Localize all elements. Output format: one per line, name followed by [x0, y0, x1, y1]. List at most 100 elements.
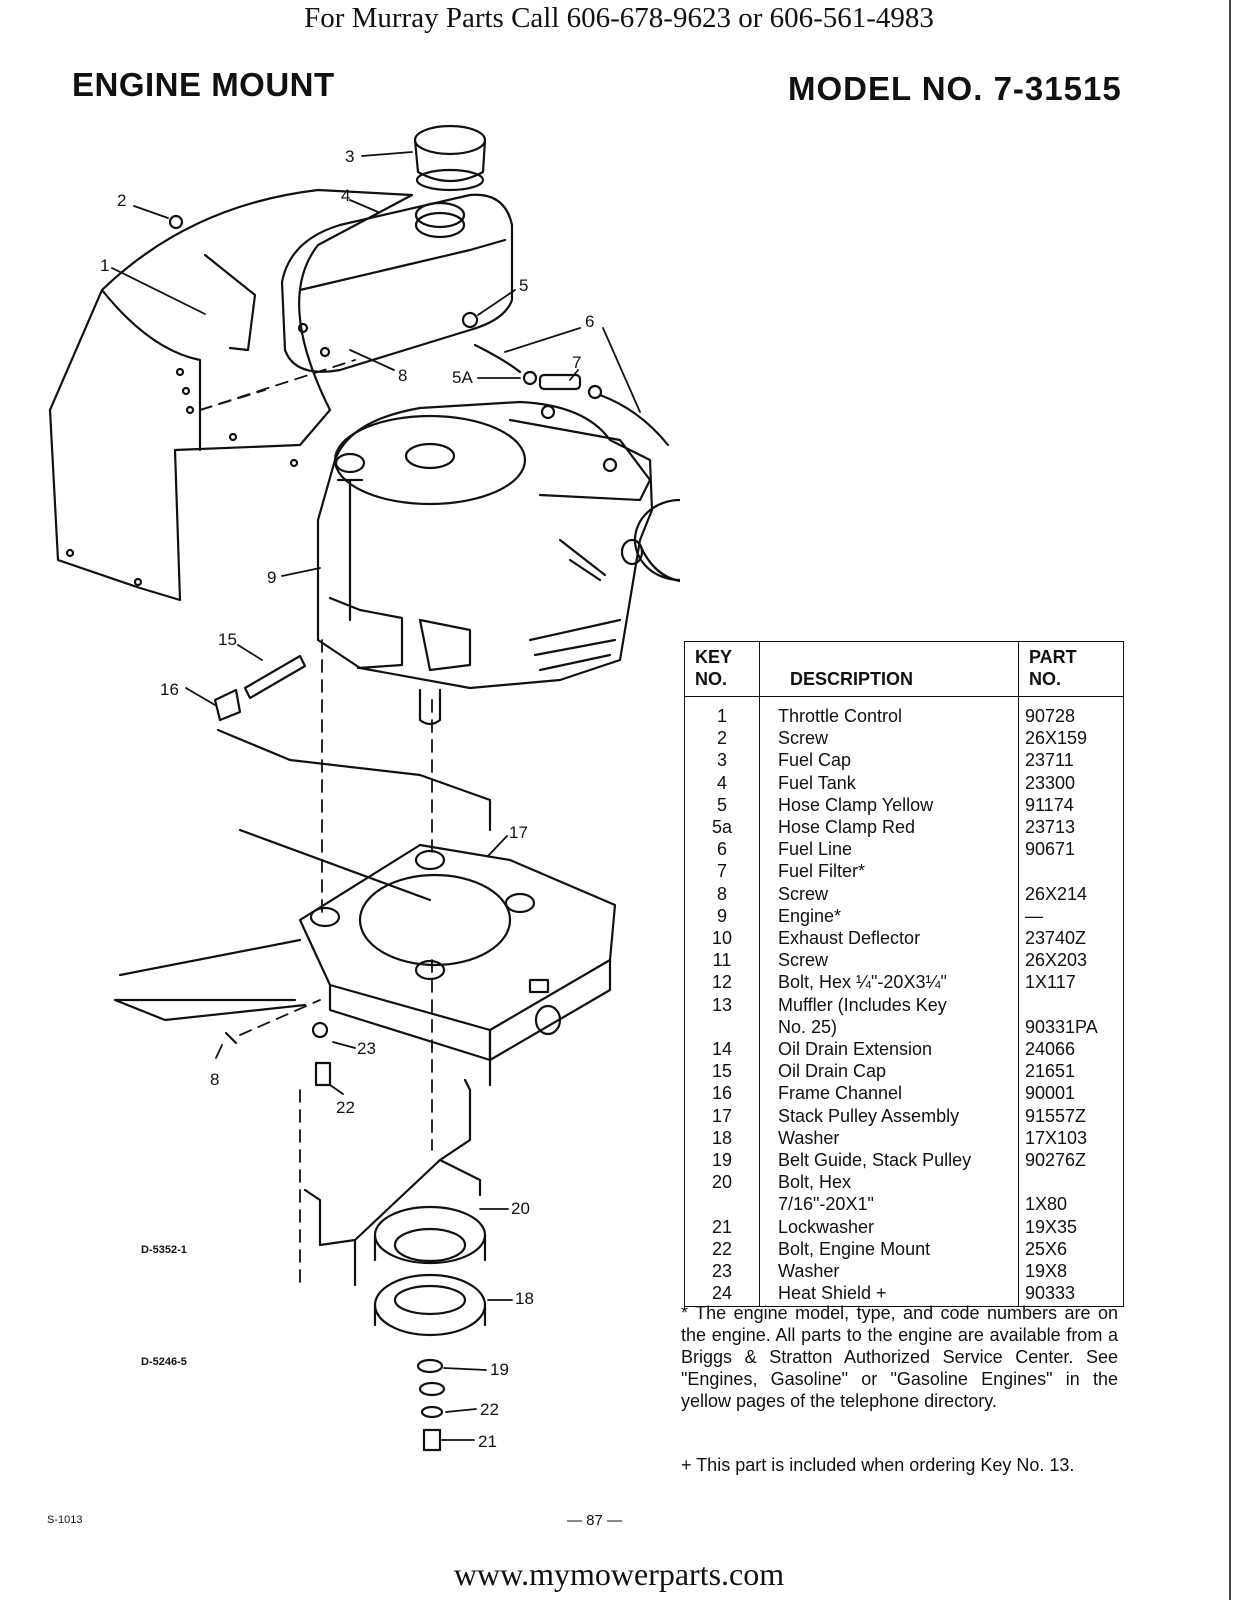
- part-number-cell: 26X203: [1018, 949, 1124, 972]
- part-key-cell: [684, 1015, 760, 1039]
- drawing-code-2: D-5246-5: [141, 1356, 187, 1368]
- fuel-cap-drawing: [413, 124, 487, 192]
- part-description-cell: Screw: [759, 727, 1019, 750]
- part-number-cell: —: [1018, 904, 1124, 928]
- part-description-cell: Washer: [759, 1126, 1019, 1150]
- part-key-cell: 7: [684, 860, 760, 883]
- scan-edge-line: [1229, 0, 1231, 1600]
- part-description-cell: Frame Channel: [759, 1082, 1019, 1105]
- table-row: No. 25)90331PA: [684, 1015, 1124, 1039]
- stack-pulley-drawing: [373, 1205, 487, 1337]
- part-description-cell: Screw: [759, 949, 1019, 972]
- part-description-cell: 7/16"-20X1": [759, 1193, 1019, 1216]
- fuel-line-drawing: [461, 311, 670, 447]
- part-description-cell: Fuel Tank: [759, 771, 1019, 794]
- part-key-cell: 15: [684, 1060, 760, 1083]
- part-number-cell: 90276Z: [1018, 1149, 1124, 1172]
- part-number-cell: 90671: [1018, 838, 1124, 861]
- part-number-cell: [1018, 860, 1124, 883]
- part-number-cell: 23740Z: [1018, 927, 1124, 950]
- part-description-cell: Fuel Filter*: [759, 860, 1019, 883]
- part-description-cell: Oil Drain Cap: [759, 1060, 1019, 1083]
- part-key-cell: 21: [684, 1215, 760, 1238]
- part-description-cell: No. 25): [759, 1015, 1019, 1039]
- callout-8-upper: 8: [398, 366, 407, 385]
- engine-drawing: [316, 400, 654, 726]
- part-number-cell: 23711: [1018, 749, 1124, 772]
- part-number-cell: [1018, 1171, 1124, 1194]
- part-key-cell: 10: [684, 927, 760, 950]
- model-number: MODEL NO. 7-31515: [788, 70, 1122, 107]
- part-key-cell: 13: [684, 993, 760, 1016]
- part-key-cell: 17: [684, 1104, 760, 1127]
- part-description-cell: Bolt, Hex ¼"-20X3¼": [759, 971, 1019, 994]
- parts-table-header: KEY NO. DESCRIPTION PART NO.: [684, 641, 1124, 697]
- heat-shield-footnote: + This part is included when ordering Ke…: [681, 1455, 1075, 1475]
- part-key-cell: 14: [684, 1038, 760, 1061]
- part-key-cell: 1: [684, 696, 760, 728]
- part-number-cell: 25X6: [1018, 1237, 1124, 1261]
- footer-url: www.mymowerparts.com: [453, 1556, 785, 1592]
- part-key-cell: [684, 1193, 760, 1216]
- frame-channel-drawing: [113, 843, 617, 1087]
- header-phone-line: For Murray Parts Call 606-678-9623 or 60…: [304, 2, 934, 34]
- header-part-line1: PART: [1029, 647, 1077, 667]
- callout-6: 6: [585, 312, 594, 331]
- part-key-cell: 5a: [684, 816, 760, 839]
- fender-shroud-drawing: [48, 188, 414, 602]
- header-key-line2: NO.: [695, 669, 728, 689]
- callout-8-lower: 8: [210, 1070, 219, 1089]
- part-number-cell: 19X35: [1018, 1215, 1124, 1238]
- part-key-cell: 9: [684, 904, 760, 928]
- part-key-cell: 6: [684, 838, 760, 861]
- part-key-cell: 12: [684, 971, 760, 994]
- callout-19: 20: [511, 1199, 530, 1218]
- exploded-parts-diagram: 3 4 2 1 5 6 7 5A 8 9 13 12 11 24 14 15 1…: [48, 124, 680, 1452]
- belt-guide-drawing: [303, 1078, 482, 1287]
- part-key-cell: 5: [684, 793, 760, 817]
- part-number-cell: 17X103: [1018, 1126, 1124, 1150]
- part-description-cell: Belt Guide, Stack Pulley: [759, 1149, 1019, 1172]
- part-description-cell: Bolt, Hex: [759, 1171, 1019, 1194]
- part-number-cell: 90728: [1018, 696, 1124, 728]
- part-key-cell: 18: [684, 1126, 760, 1150]
- part-key-cell: 16: [684, 1082, 760, 1105]
- callout-23: 23: [357, 1039, 376, 1058]
- part-number-cell: 26X159: [1018, 727, 1124, 750]
- part-number-cell: 24066: [1018, 1038, 1124, 1061]
- drawing-code-1: D-5352-1: [141, 1244, 187, 1256]
- part-description-cell: Oil Drain Extension: [759, 1038, 1019, 1061]
- muffler-drawing: [620, 498, 680, 583]
- part-number-cell: 90331PA: [1018, 1015, 1124, 1039]
- header-part-no: PART NO.: [1018, 641, 1124, 697]
- washers-drawing: [416, 1358, 446, 1452]
- callout-4: 4: [341, 186, 350, 205]
- callout-21: 22: [480, 1400, 499, 1419]
- part-number-cell: 21651: [1018, 1060, 1124, 1083]
- callout-16: 17: [509, 823, 528, 842]
- fuel-tank-drawing: [280, 193, 514, 373]
- header-key-no: KEY NO.: [684, 641, 760, 697]
- engine-footnote: * The engine model, type, and code numbe…: [681, 1303, 1118, 1411]
- header-description: DESCRIPTION: [759, 641, 1019, 697]
- part-number-cell: 23300: [1018, 771, 1124, 794]
- part-key-cell: 20: [684, 1171, 760, 1194]
- callout-5a: 5A: [452, 368, 473, 387]
- part-number-cell: 91174: [1018, 793, 1124, 817]
- table-row: 7/16"-20X1"1X80: [684, 1193, 1124, 1216]
- part-description-cell: Bolt, Engine Mount: [759, 1237, 1019, 1261]
- part-description-cell: Engine*: [759, 904, 1019, 928]
